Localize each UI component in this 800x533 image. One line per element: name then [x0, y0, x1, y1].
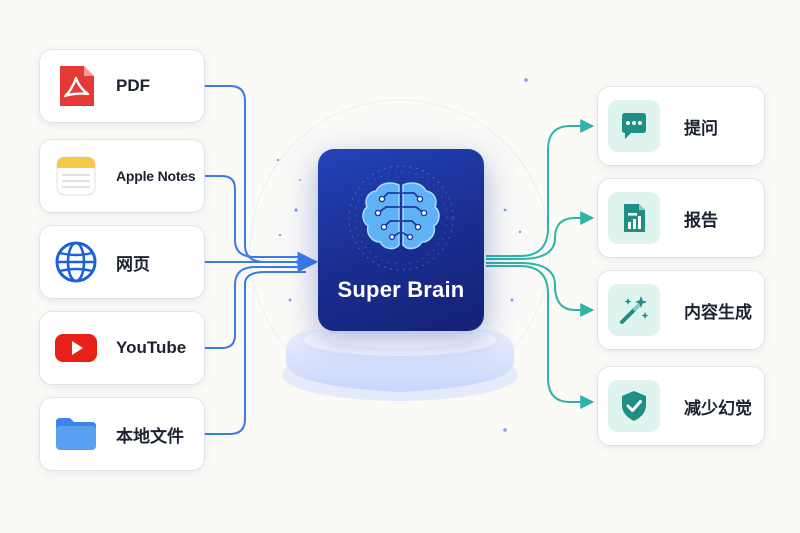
magic-wand-icon [620, 296, 649, 324]
source-label: YouTube [116, 338, 187, 357]
source-label: 网页 [116, 254, 150, 274]
super-brain-card[interactable]: Super Brain [318, 149, 484, 331]
folder-icon [56, 418, 96, 450]
output-label: 提问 [684, 118, 718, 138]
source-label: Apple Notes [116, 168, 196, 184]
source-card-local-files[interactable]: 本地文件 [40, 398, 204, 470]
output-label: 内容生成 [684, 302, 752, 322]
line-notes [204, 175, 306, 258]
source-card-apple-notes[interactable]: Apple Notes [40, 140, 204, 212]
output-lines [486, 119, 595, 409]
center-title: Super Brain [337, 277, 465, 302]
line-youtube [204, 266, 306, 349]
output-icon-box [608, 380, 660, 432]
output-label: 报告 [684, 210, 718, 230]
source-label: PDF [116, 76, 150, 95]
input-lines [204, 85, 306, 435]
line-generate [486, 262, 595, 317]
report-icon [624, 204, 645, 232]
output-card-reduce-hallucination[interactable]: 减少幻觉 [598, 367, 764, 445]
center-plinth [282, 324, 518, 401]
source-card-youtube[interactable]: YouTube [40, 312, 204, 384]
output-icon-box [608, 192, 660, 244]
particles [276, 78, 528, 432]
pdf-icon [60, 66, 94, 106]
brain-icon [348, 165, 454, 271]
source-label: 本地文件 [116, 426, 184, 446]
output-label: 减少幻觉 [684, 398, 752, 418]
line-ask [486, 119, 595, 257]
line-hallucination [486, 265, 595, 409]
youtube-icon [55, 334, 97, 362]
line-folder [204, 271, 306, 435]
notes-icon [56, 156, 96, 196]
output-icon-box [608, 100, 660, 152]
output-icon-box [608, 284, 660, 336]
output-card-report[interactable]: 报告 [598, 179, 764, 257]
source-card-pdf[interactable]: PDF [40, 50, 204, 122]
chat-icon [622, 113, 646, 139]
shield-check-icon [622, 391, 646, 421]
source-card-web[interactable]: 网页 [40, 226, 204, 298]
output-card-ask[interactable]: 提问 [598, 87, 764, 165]
output-card-generate[interactable]: 内容生成 [598, 271, 764, 349]
globe-icon [55, 241, 97, 283]
line-report [486, 211, 595, 260]
